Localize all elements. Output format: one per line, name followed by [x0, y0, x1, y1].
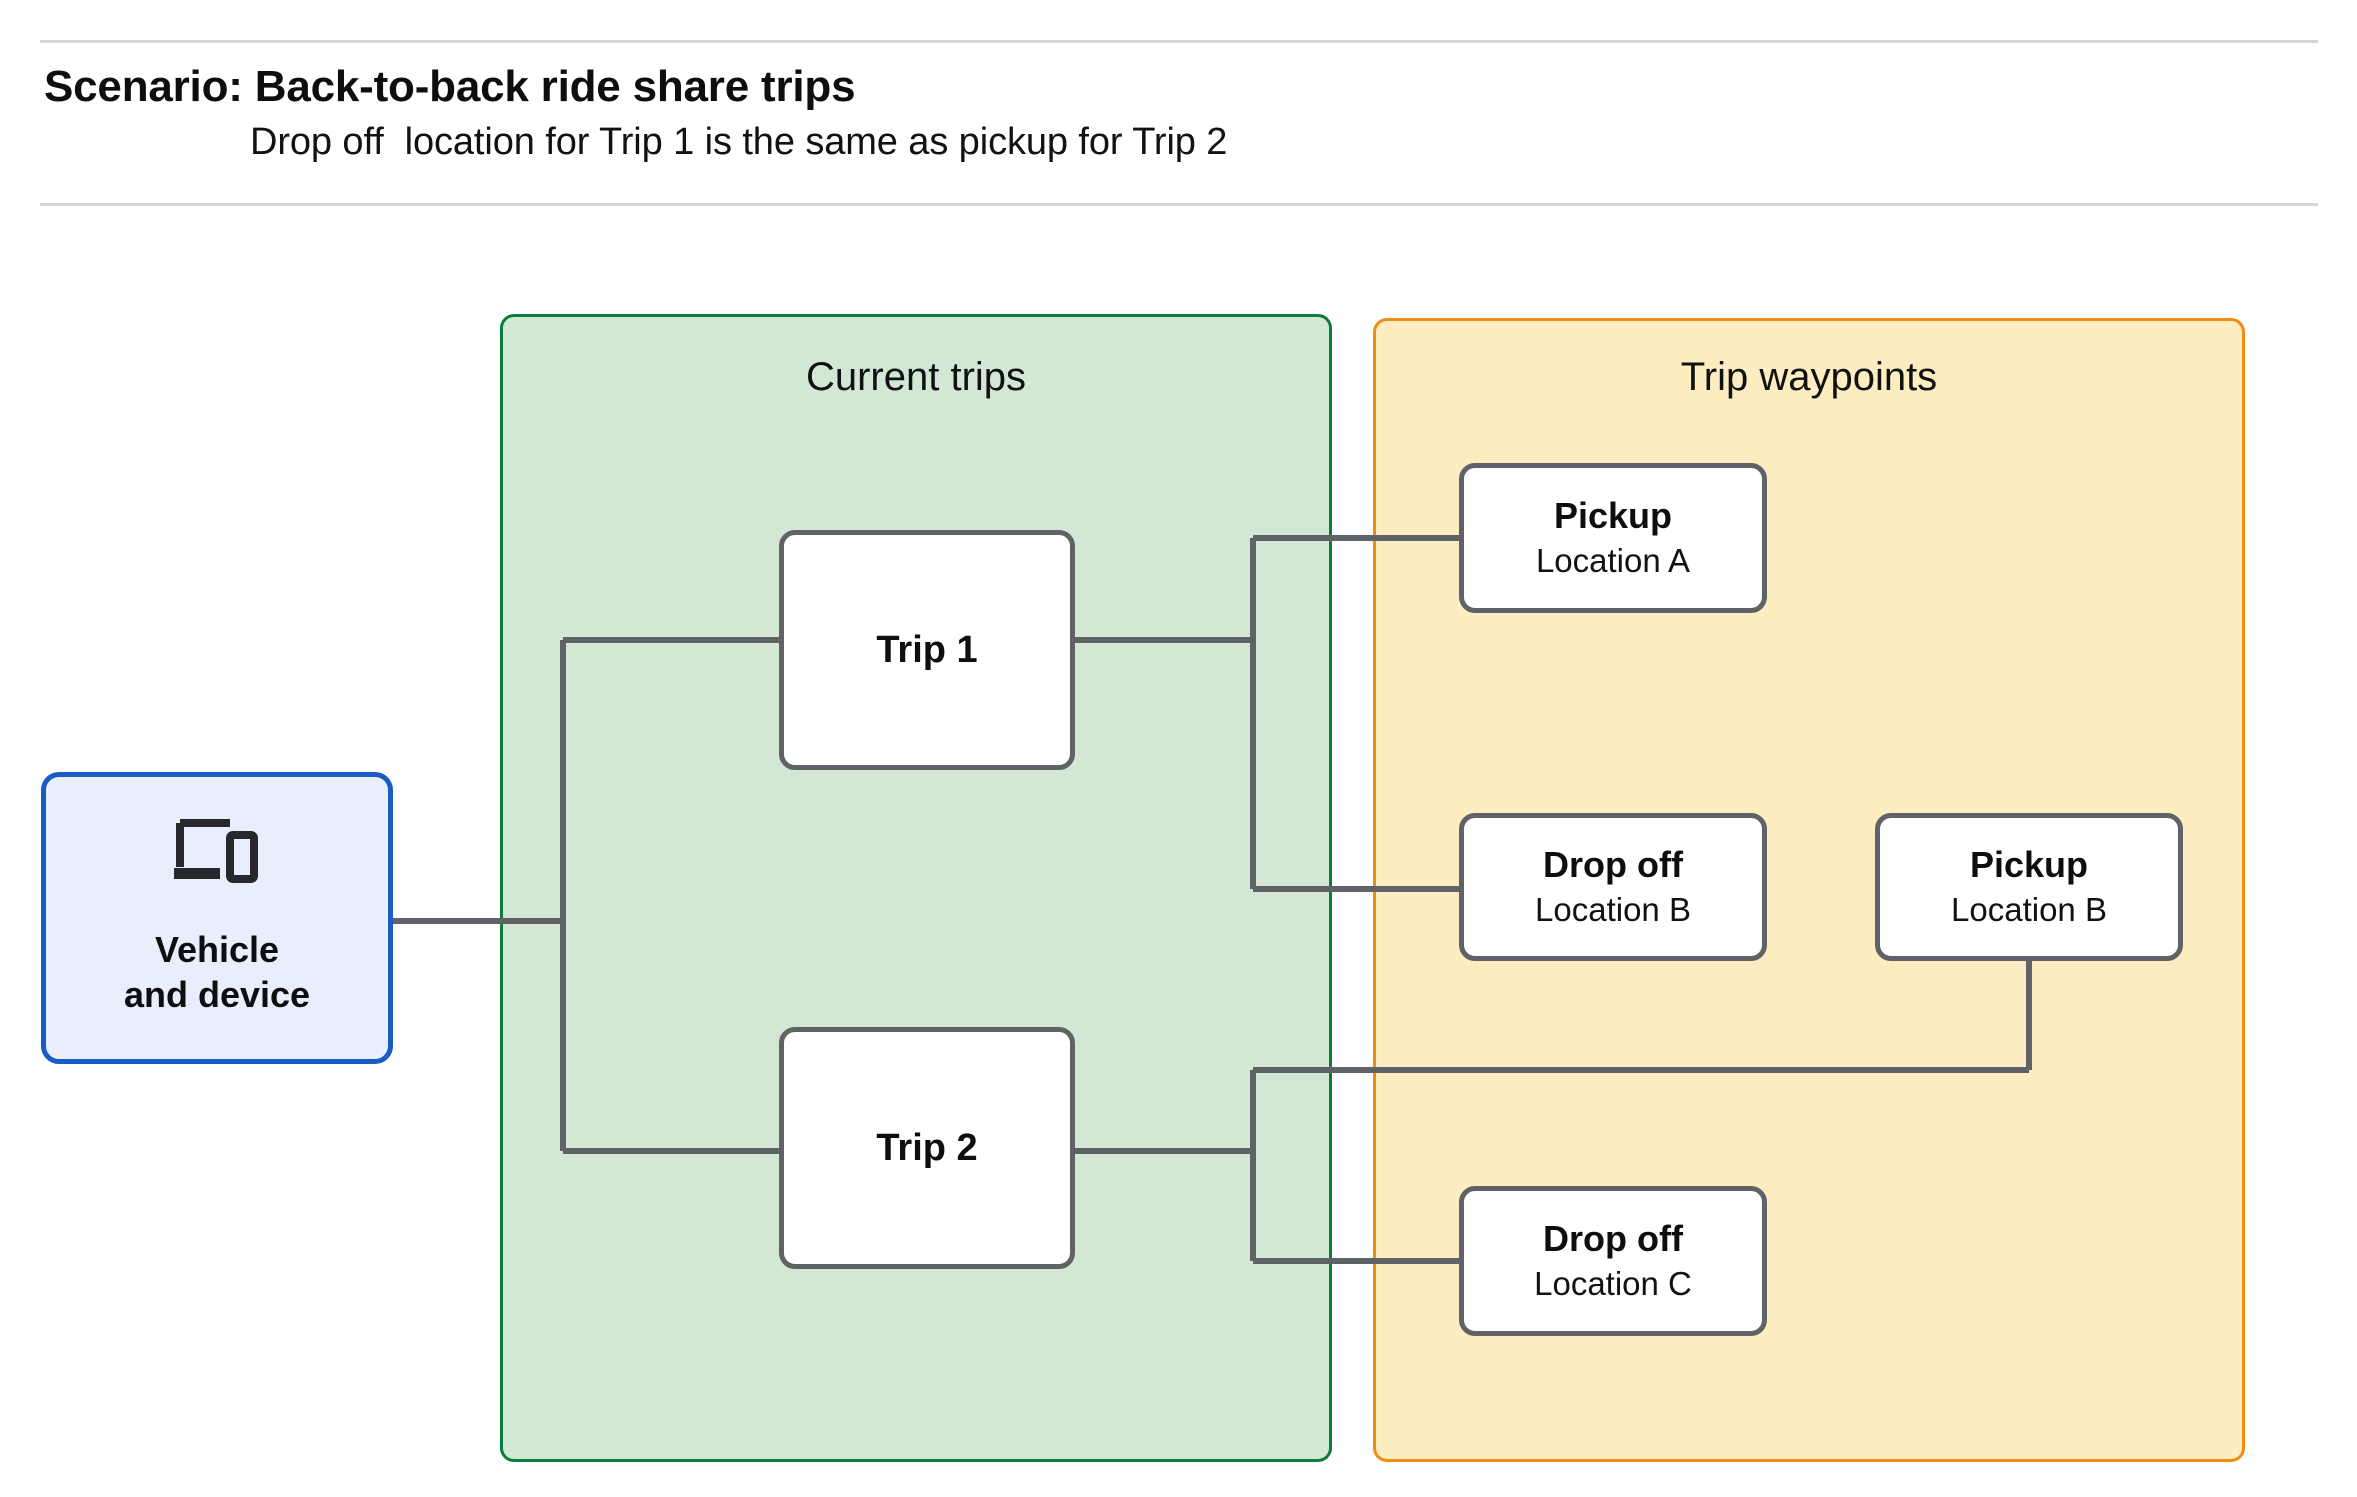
node-trip-1[interactable]: Trip 1 — [779, 530, 1075, 770]
node-dropoff-c[interactable]: Drop off Location C — [1459, 1186, 1767, 1336]
group-current-trips: Current trips — [500, 314, 1332, 1462]
devices-icon — [174, 818, 258, 883]
node-pickup-a-type: Pickup — [1553, 495, 1673, 537]
vehicle-and-device-label: Vehicle and device — [123, 928, 311, 1015]
node-dropoff-b-location: Location B — [1535, 890, 1691, 928]
group-current-trips-title: Current trips — [805, 355, 1027, 399]
header-divider-top — [40, 40, 2318, 43]
node-pickup-a-location: Location A — [1535, 541, 1691, 579]
node-pickup-b-location: Location B — [1951, 890, 2107, 928]
node-dropoff-c-type: Drop off — [1543, 1218, 1683, 1260]
node-pickup-b-type: Pickup — [1969, 844, 2089, 886]
node-trip-2[interactable]: Trip 2 — [779, 1027, 1075, 1269]
page-title: Scenario: Back-to-back ride share trips — [44, 62, 856, 111]
node-dropoff-b-type: Drop off — [1543, 844, 1683, 886]
node-dropoff-b[interactable]: Drop off Location B — [1459, 813, 1767, 961]
header-divider-bottom — [40, 203, 2318, 206]
node-pickup-a[interactable]: Pickup Location A — [1459, 463, 1767, 613]
node-vehicle-and-device[interactable]: Vehicle and device — [41, 772, 393, 1064]
group-trip-waypoints-title: Trip waypoints — [1680, 355, 1938, 399]
node-dropoff-c-location: Location C — [1534, 1264, 1692, 1302]
node-trip-2-label: Trip 2 — [876, 1126, 978, 1169]
node-pickup-b[interactable]: Pickup Location B — [1875, 813, 2183, 961]
page-subtitle: Drop off location for Trip 1 is the same… — [250, 121, 1228, 163]
node-trip-1-label: Trip 1 — [876, 628, 978, 671]
